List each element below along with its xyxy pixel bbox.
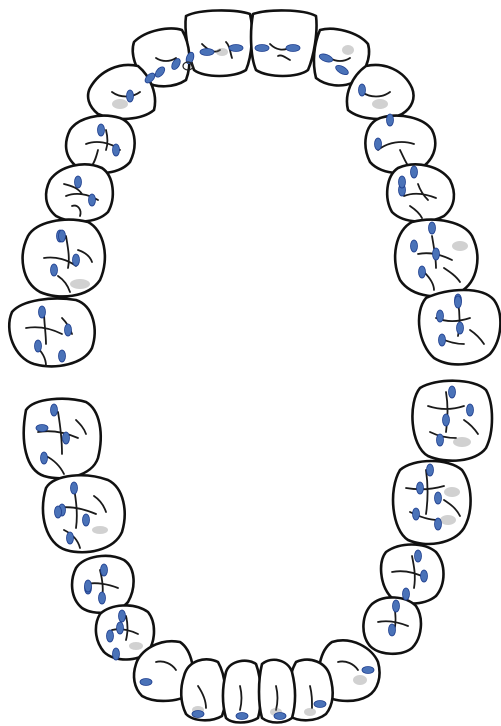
contact-mark	[65, 324, 72, 336]
contact-mark	[411, 166, 418, 178]
lower-second-premolar-left	[381, 545, 443, 604]
contact-mark	[437, 310, 444, 322]
contact-mark	[51, 264, 58, 276]
contact-mark	[71, 482, 78, 494]
contact-mark	[236, 713, 248, 720]
contact-mark	[427, 464, 434, 476]
contact-mark	[435, 518, 442, 530]
contact-mark	[85, 580, 92, 592]
contact-mark	[433, 248, 440, 260]
contact-mark	[83, 514, 90, 526]
contact-mark	[411, 240, 418, 252]
contact-mark	[73, 254, 80, 266]
upper-arch	[9, 10, 500, 366]
contact-mark	[457, 322, 464, 334]
contact-mark	[119, 610, 126, 622]
contact-mark	[274, 713, 286, 720]
contact-mark	[455, 296, 462, 308]
contact-mark	[55, 506, 62, 518]
contact-mark	[439, 334, 446, 346]
contact-mark	[389, 624, 396, 636]
contact-mark	[229, 45, 243, 52]
contact-mark	[117, 622, 124, 634]
contact-mark	[421, 570, 428, 582]
contact-mark	[35, 340, 42, 352]
contact-mark	[467, 404, 474, 416]
contact-mark	[449, 386, 456, 398]
contact-mark	[39, 306, 46, 318]
lower-lateral-incisor-right	[181, 659, 225, 720]
contact-mark	[113, 648, 120, 660]
contact-mark	[59, 230, 66, 242]
contact-mark	[419, 266, 426, 278]
contact-mark	[413, 508, 420, 520]
upper-second-premolar-right	[46, 164, 113, 221]
contact-mark	[140, 679, 152, 686]
contact-mark	[399, 176, 406, 188]
contact-mark	[415, 550, 422, 562]
contact-mark	[36, 425, 48, 432]
contact-mark	[127, 90, 134, 102]
contact-mark	[107, 630, 114, 642]
contact-mark	[67, 532, 74, 544]
contact-mark	[393, 600, 400, 612]
contact-mark	[359, 84, 366, 96]
contact-mark	[314, 701, 326, 708]
contact-mark	[417, 482, 424, 494]
contact-mark	[255, 45, 269, 52]
upper-canine-right	[88, 65, 155, 119]
contact-mark	[51, 404, 58, 416]
contact-mark	[41, 452, 48, 464]
contact-mark	[99, 592, 106, 604]
contact-mark	[443, 414, 450, 426]
upper-central-incisor-left	[251, 10, 316, 76]
contact-mark	[98, 124, 105, 136]
contact-mark	[89, 194, 96, 206]
contact-mark	[429, 222, 436, 234]
contact-mark	[192, 711, 204, 718]
upper-canine-left	[347, 65, 414, 119]
contact-mark	[113, 144, 120, 156]
contact-mark	[435, 492, 442, 504]
contact-mark	[375, 138, 382, 150]
lower-arch	[24, 381, 492, 723]
contact-mark	[387, 114, 394, 126]
contact-mark	[200, 49, 214, 56]
contact-mark	[362, 667, 374, 674]
contact-mark	[286, 45, 300, 52]
upper-second-premolar-left	[387, 164, 454, 221]
contact-mark	[437, 434, 444, 446]
upper-central-incisor-right	[185, 10, 252, 76]
contact-mark	[403, 588, 410, 600]
upper-second-molar-right	[9, 299, 94, 367]
contact-mark	[63, 432, 70, 444]
contact-mark	[75, 176, 82, 188]
contact-mark	[101, 564, 108, 576]
contact-mark	[59, 350, 66, 362]
